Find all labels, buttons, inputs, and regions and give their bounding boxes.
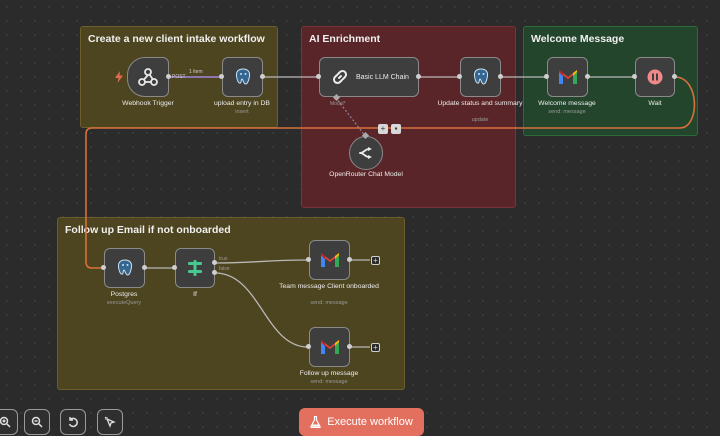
node-label: Update status and summary [437, 100, 523, 107]
node-operation: executeQuery [106, 300, 142, 306]
input-port[interactable] [632, 74, 637, 79]
node-label: upload entry in DB [214, 100, 270, 107]
node-operation: send: message [310, 379, 348, 385]
node-label: Postgres [110, 291, 138, 298]
output-port[interactable] [166, 74, 171, 79]
node-label: Wait [648, 100, 662, 107]
execute-workflow-button[interactable]: Execute workflow [299, 408, 424, 436]
input-port[interactable] [101, 265, 106, 270]
postgres-icon [117, 259, 132, 276]
node-label: Welcome message [538, 100, 596, 107]
node-operation: update [471, 117, 489, 123]
false-branch-label: false [219, 266, 230, 272]
input-port[interactable] [306, 257, 311, 262]
branch-icon [188, 260, 202, 276]
node-team-message[interactable] [309, 240, 350, 280]
webhook-icon [138, 68, 158, 86]
node-operation: send: message [548, 109, 586, 115]
zoom-in-button[interactable] [0, 409, 18, 435]
input-port[interactable] [219, 74, 224, 79]
output-port[interactable] [672, 74, 677, 79]
output-port[interactable] [142, 265, 147, 270]
zoom-out-button[interactable] [24, 409, 50, 435]
gmail-icon [558, 70, 577, 84]
undo-icon [68, 417, 78, 428]
node-wait[interactable] [635, 57, 675, 97]
node-openrouter-chat-model[interactable] [349, 136, 383, 170]
output-port[interactable] [260, 74, 265, 79]
node-postgres[interactable] [104, 248, 145, 288]
node-upload-entry[interactable] [222, 57, 263, 97]
add-node-button[interactable]: + [378, 124, 388, 134]
node-if[interactable] [175, 248, 215, 288]
output-port[interactable] [416, 74, 421, 79]
link-icon [332, 69, 348, 85]
zoom-out-icon [31, 416, 43, 428]
node-label: OpenRouter Chat Model [329, 171, 403, 178]
items-count-label: 1 item [189, 69, 203, 75]
flask-icon [310, 416, 321, 428]
group-title: Follow up Email if not onboarded [65, 224, 231, 236]
output-port[interactable] [585, 74, 590, 79]
node-welcome-message[interactable] [547, 57, 588, 97]
input-port[interactable] [457, 74, 462, 79]
cursor-sparkle-icon [104, 416, 116, 428]
pause-icon [647, 69, 663, 85]
postgres-icon [473, 68, 488, 85]
true-branch-label: true [219, 256, 228, 262]
reset-zoom-button[interactable] [60, 409, 86, 435]
output-port[interactable] [498, 74, 503, 79]
tidy-up-button[interactable] [97, 409, 123, 435]
node-label: Webhook Trigger [122, 100, 174, 107]
node-operation: insert [235, 109, 249, 115]
true-output-port[interactable] [212, 260, 217, 265]
output-port[interactable] [347, 257, 352, 262]
node-label: Basic LLM Chain [356, 73, 409, 81]
node-operation: send: message [310, 300, 348, 306]
openrouter-icon [359, 147, 372, 159]
node-update-status[interactable] [460, 57, 501, 97]
input-port[interactable] [544, 74, 549, 79]
gmail-icon [320, 340, 339, 354]
group-title: AI Enrichment [309, 33, 381, 45]
node-webhook-trigger[interactable] [127, 57, 169, 97]
postgres-icon [235, 68, 250, 85]
node-label: Team message Client onboarded [279, 283, 379, 290]
node-label: If [193, 291, 197, 298]
model-port-label: Model* [330, 101, 346, 107]
node-label: Follow up message [299, 370, 359, 377]
node-basic-llm-chain[interactable]: Basic LLM Chain [319, 57, 419, 97]
node-follow-up-message[interactable] [309, 327, 350, 367]
lightning-icon [115, 71, 123, 83]
add-node-button[interactable]: + [371, 256, 380, 265]
zoom-in-icon [0, 416, 11, 428]
output-port[interactable] [347, 344, 352, 349]
execute-label: Execute workflow [327, 416, 413, 428]
add-node-button[interactable]: + [371, 343, 380, 352]
group-title: Create a new client intake workflow [88, 33, 265, 45]
delete-icon[interactable]: ▪ [391, 124, 401, 134]
input-port[interactable] [306, 344, 311, 349]
input-port[interactable] [172, 265, 177, 270]
group-title: Welcome Message [531, 33, 625, 45]
false-output-port[interactable] [212, 270, 217, 275]
port-label-post: POST [172, 74, 186, 80]
gmail-icon [320, 253, 339, 267]
input-port[interactable] [316, 74, 321, 79]
